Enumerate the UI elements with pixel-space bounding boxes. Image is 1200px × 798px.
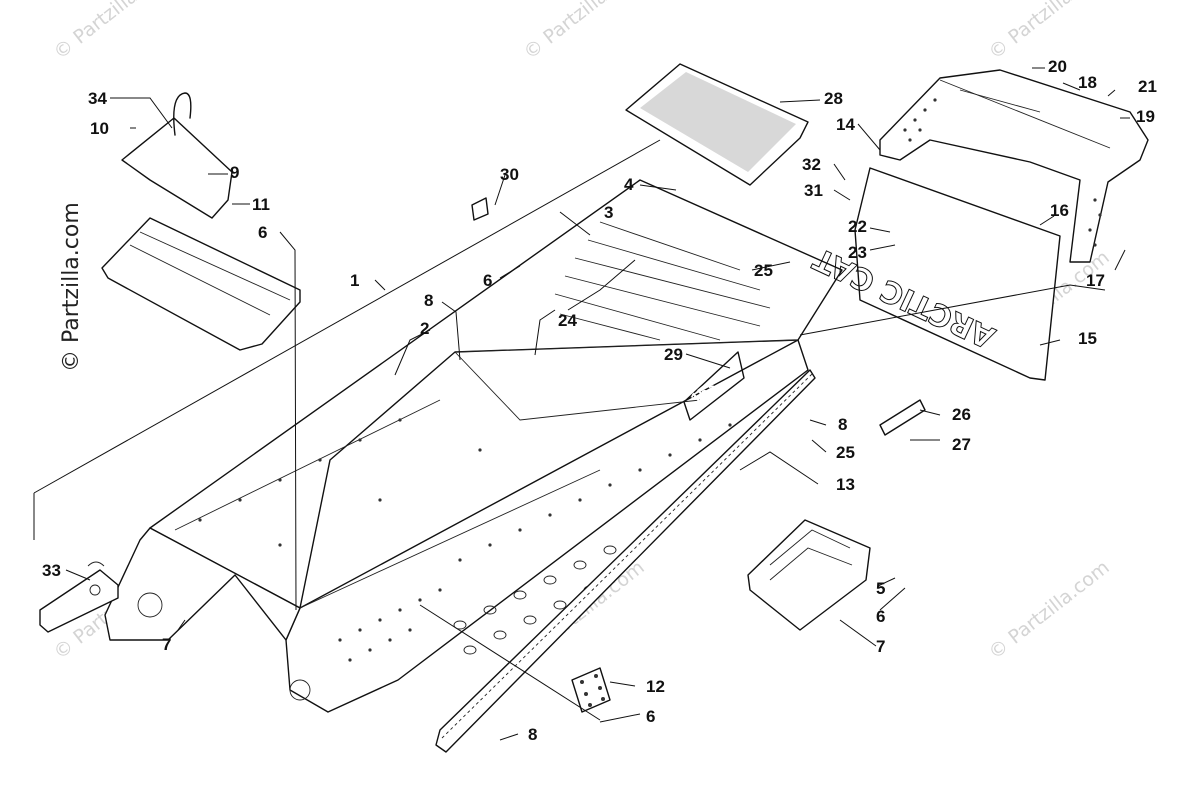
callout-4: 4 [624, 175, 634, 194]
seat-pad [625, 63, 809, 186]
callout-7: 7 [876, 637, 885, 656]
leader-lines [33, 67, 1130, 741]
callout-6: 6 [483, 271, 492, 290]
mount-plate [571, 667, 611, 713]
tunnel: 153 [104, 179, 843, 713]
callout-25: 25 [836, 443, 855, 462]
bumper-grips [903, 98, 1102, 247]
rear-bracket [747, 519, 871, 631]
callout-8: 8 [528, 725, 537, 744]
callout-15: 15 [1078, 329, 1097, 348]
watermark-vertical: © Partzilla.com [59, 202, 84, 372]
snow-flap: ARCTIC CAT [807, 167, 1061, 381]
watermark: © Partzilla.com [520, 0, 649, 64]
callouts: 34 10 9 11 6 1 30 4 3 6 28 25 8 2 24 29 … [42, 57, 1157, 744]
callout-11: 11 [252, 195, 270, 214]
callout-10: 10 [90, 119, 109, 138]
callout-23: 23 [848, 243, 867, 262]
callout-27: 27 [952, 435, 971, 454]
watermark: © Partzilla.com [985, 556, 1114, 664]
callout-26: 26 [952, 405, 971, 424]
callout-31: 31 [804, 181, 823, 200]
callout-30: 30 [500, 165, 519, 184]
callout-2: 2 [420, 319, 429, 338]
callout-21: 21 [1138, 77, 1157, 96]
cooler-slots [554, 221, 771, 341]
callout-9: 9 [230, 163, 239, 182]
callout-34: 34 [88, 89, 107, 108]
callout-12: 12 [646, 677, 665, 696]
callout-1: 1 [350, 271, 359, 290]
callout-28: 28 [824, 89, 843, 108]
watermark: © Partzilla.com [985, 0, 1114, 64]
callout-22: 22 [848, 217, 867, 236]
plate-26 [879, 399, 926, 436]
callout-29: 29 [664, 345, 683, 364]
label-30 [471, 197, 489, 221]
callout-6: 6 [876, 607, 885, 626]
callout-7: 7 [162, 635, 171, 654]
callout-33: 33 [42, 561, 61, 580]
rear-bumper [879, 69, 1149, 263]
callout-32: 32 [802, 155, 821, 174]
side-holes [198, 418, 732, 662]
running-board-edge [435, 369, 816, 753]
callout-19: 19 [1136, 107, 1155, 126]
callout-20: 20 [1048, 57, 1067, 76]
callout-17: 17 [1086, 271, 1105, 290]
heat-exchanger-covers [101, 92, 301, 351]
callout-6: 6 [646, 707, 655, 726]
callout-18: 18 [1078, 73, 1097, 92]
callout-14: 14 [836, 115, 855, 134]
watermark: © Partzilla.com [50, 0, 179, 64]
callout-24: 24 [558, 311, 577, 330]
callout-25: 25 [754, 261, 773, 280]
callout-6: 6 [258, 223, 267, 242]
callout-5: 5 [876, 579, 885, 598]
callout-8: 8 [838, 415, 847, 434]
callout-3: 3 [604, 203, 613, 222]
callout-16: 16 [1050, 201, 1069, 220]
callout-8: 8 [424, 291, 433, 310]
front-plate [39, 561, 119, 633]
callout-13: 13 [836, 475, 855, 494]
